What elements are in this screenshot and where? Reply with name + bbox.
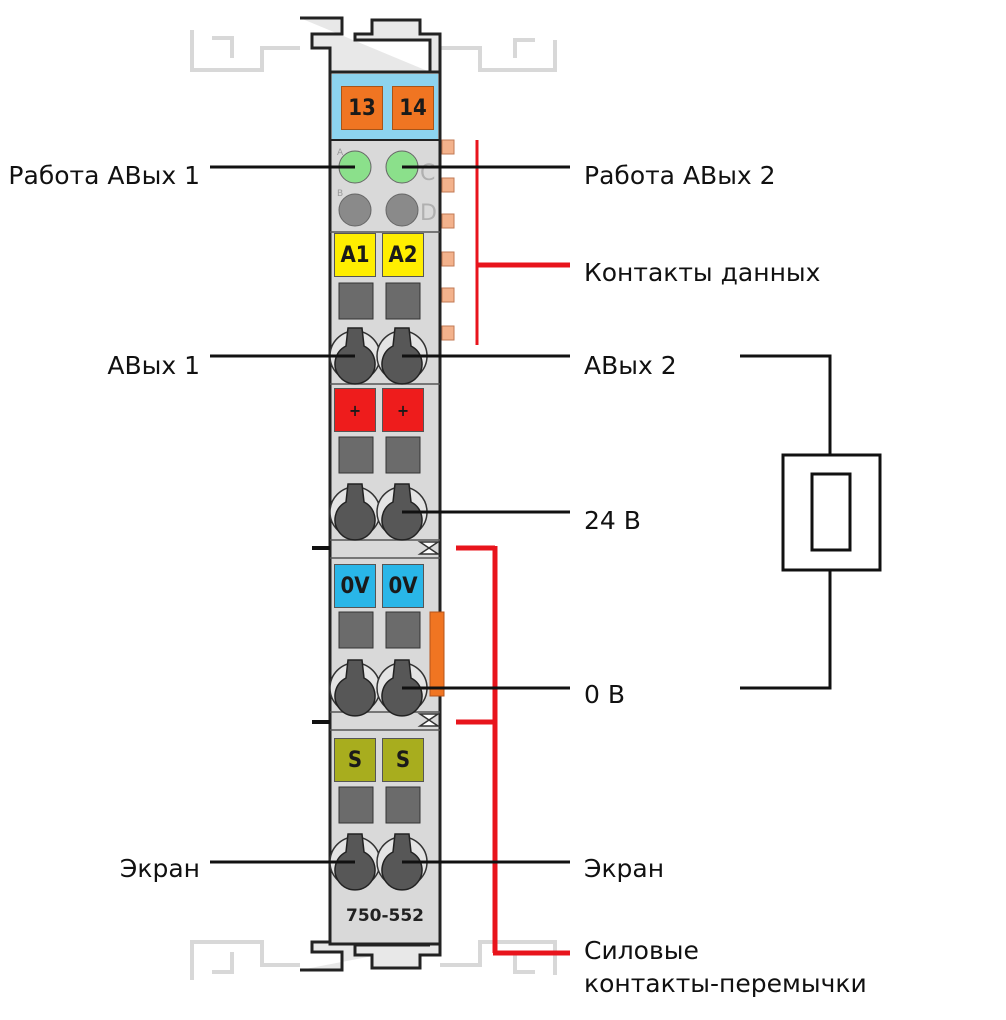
led-letter-a: A: [337, 148, 344, 158]
marker-s-left: S: [334, 738, 376, 782]
label-power-jumpers-2: контакты-перемычки: [584, 969, 867, 998]
marker-0v-right: 0V: [382, 564, 424, 608]
load-circuit: [740, 354, 882, 690]
led-off-left: [338, 193, 372, 227]
label-shield-left: Экран: [119, 854, 200, 883]
clamp-opening: [329, 659, 381, 717]
led-off-right: [385, 193, 419, 227]
marker-a2: A2: [382, 233, 424, 277]
label-aout2: АВых 2: [584, 351, 677, 380]
marker-14: 14: [392, 86, 434, 130]
marker-plus-left: +: [334, 388, 376, 432]
label-24v: 24 В: [584, 506, 641, 535]
clamp-opening: [329, 483, 381, 541]
data-contacts-bracket: [475, 140, 570, 345]
data-contacts: [441, 139, 455, 341]
label-data-contacts: Контакты данных: [584, 258, 821, 287]
marker-s-right: S: [382, 738, 424, 782]
marker-plus-right: +: [382, 388, 424, 432]
top-clip: [300, 16, 442, 74]
label-run-aout1: Работа АВых 1: [8, 161, 200, 190]
marker-a1: A1: [334, 233, 376, 277]
leader-lines: [210, 165, 570, 864]
push-buttons: [338, 282, 421, 824]
label-run-aout2: Работа АВых 2: [584, 161, 776, 190]
marker-13: 13: [341, 86, 383, 130]
label-shield-right: Экран: [584, 854, 665, 883]
led-letter-b: B: [337, 189, 343, 199]
label-0v: 0 В: [584, 680, 626, 709]
power-contact-marks: [417, 541, 441, 727]
led-letter-d: D: [420, 201, 437, 226]
model-number: 750-552: [345, 906, 425, 926]
label-aout1: АВых 1: [107, 351, 200, 380]
power-jumper-contact: [429, 611, 445, 697]
marker-0v-left: 0V: [334, 564, 376, 608]
power-jumpers-bracket: [456, 545, 570, 956]
label-power-jumpers-1: Силовые: [584, 936, 699, 965]
led-letter-c: C: [420, 161, 435, 186]
